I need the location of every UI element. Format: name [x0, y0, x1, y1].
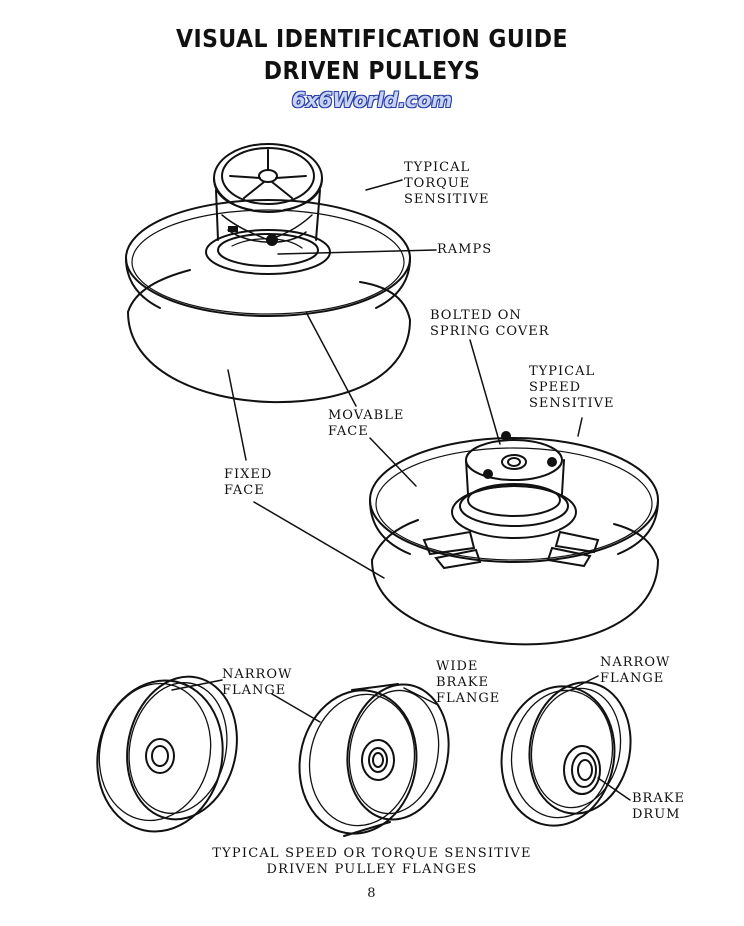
watermark-logo: 6x6World.com [291, 88, 453, 112]
speed-sensitive-pulley [369, 339, 659, 646]
caption-line-2: DRIVEN PULLEY FLANGES [266, 862, 478, 877]
label-ramps: RAMPS [437, 242, 493, 257]
caption-line-1: TYPICAL SPEED OR TORQUE SENSITIVE [212, 846, 532, 861]
narrow-flange-right [500, 675, 632, 827]
wide-brake-flange [271, 683, 450, 837]
narrow-flange-left [96, 675, 238, 833]
title-line-1: VISUAL IDENTIFICATION GUIDE [176, 24, 568, 53]
page-number: 8 [367, 886, 377, 901]
title-line-2: DRIVEN PULLEYS [263, 56, 481, 85]
torque-sensitive-pulley [125, 143, 437, 404]
